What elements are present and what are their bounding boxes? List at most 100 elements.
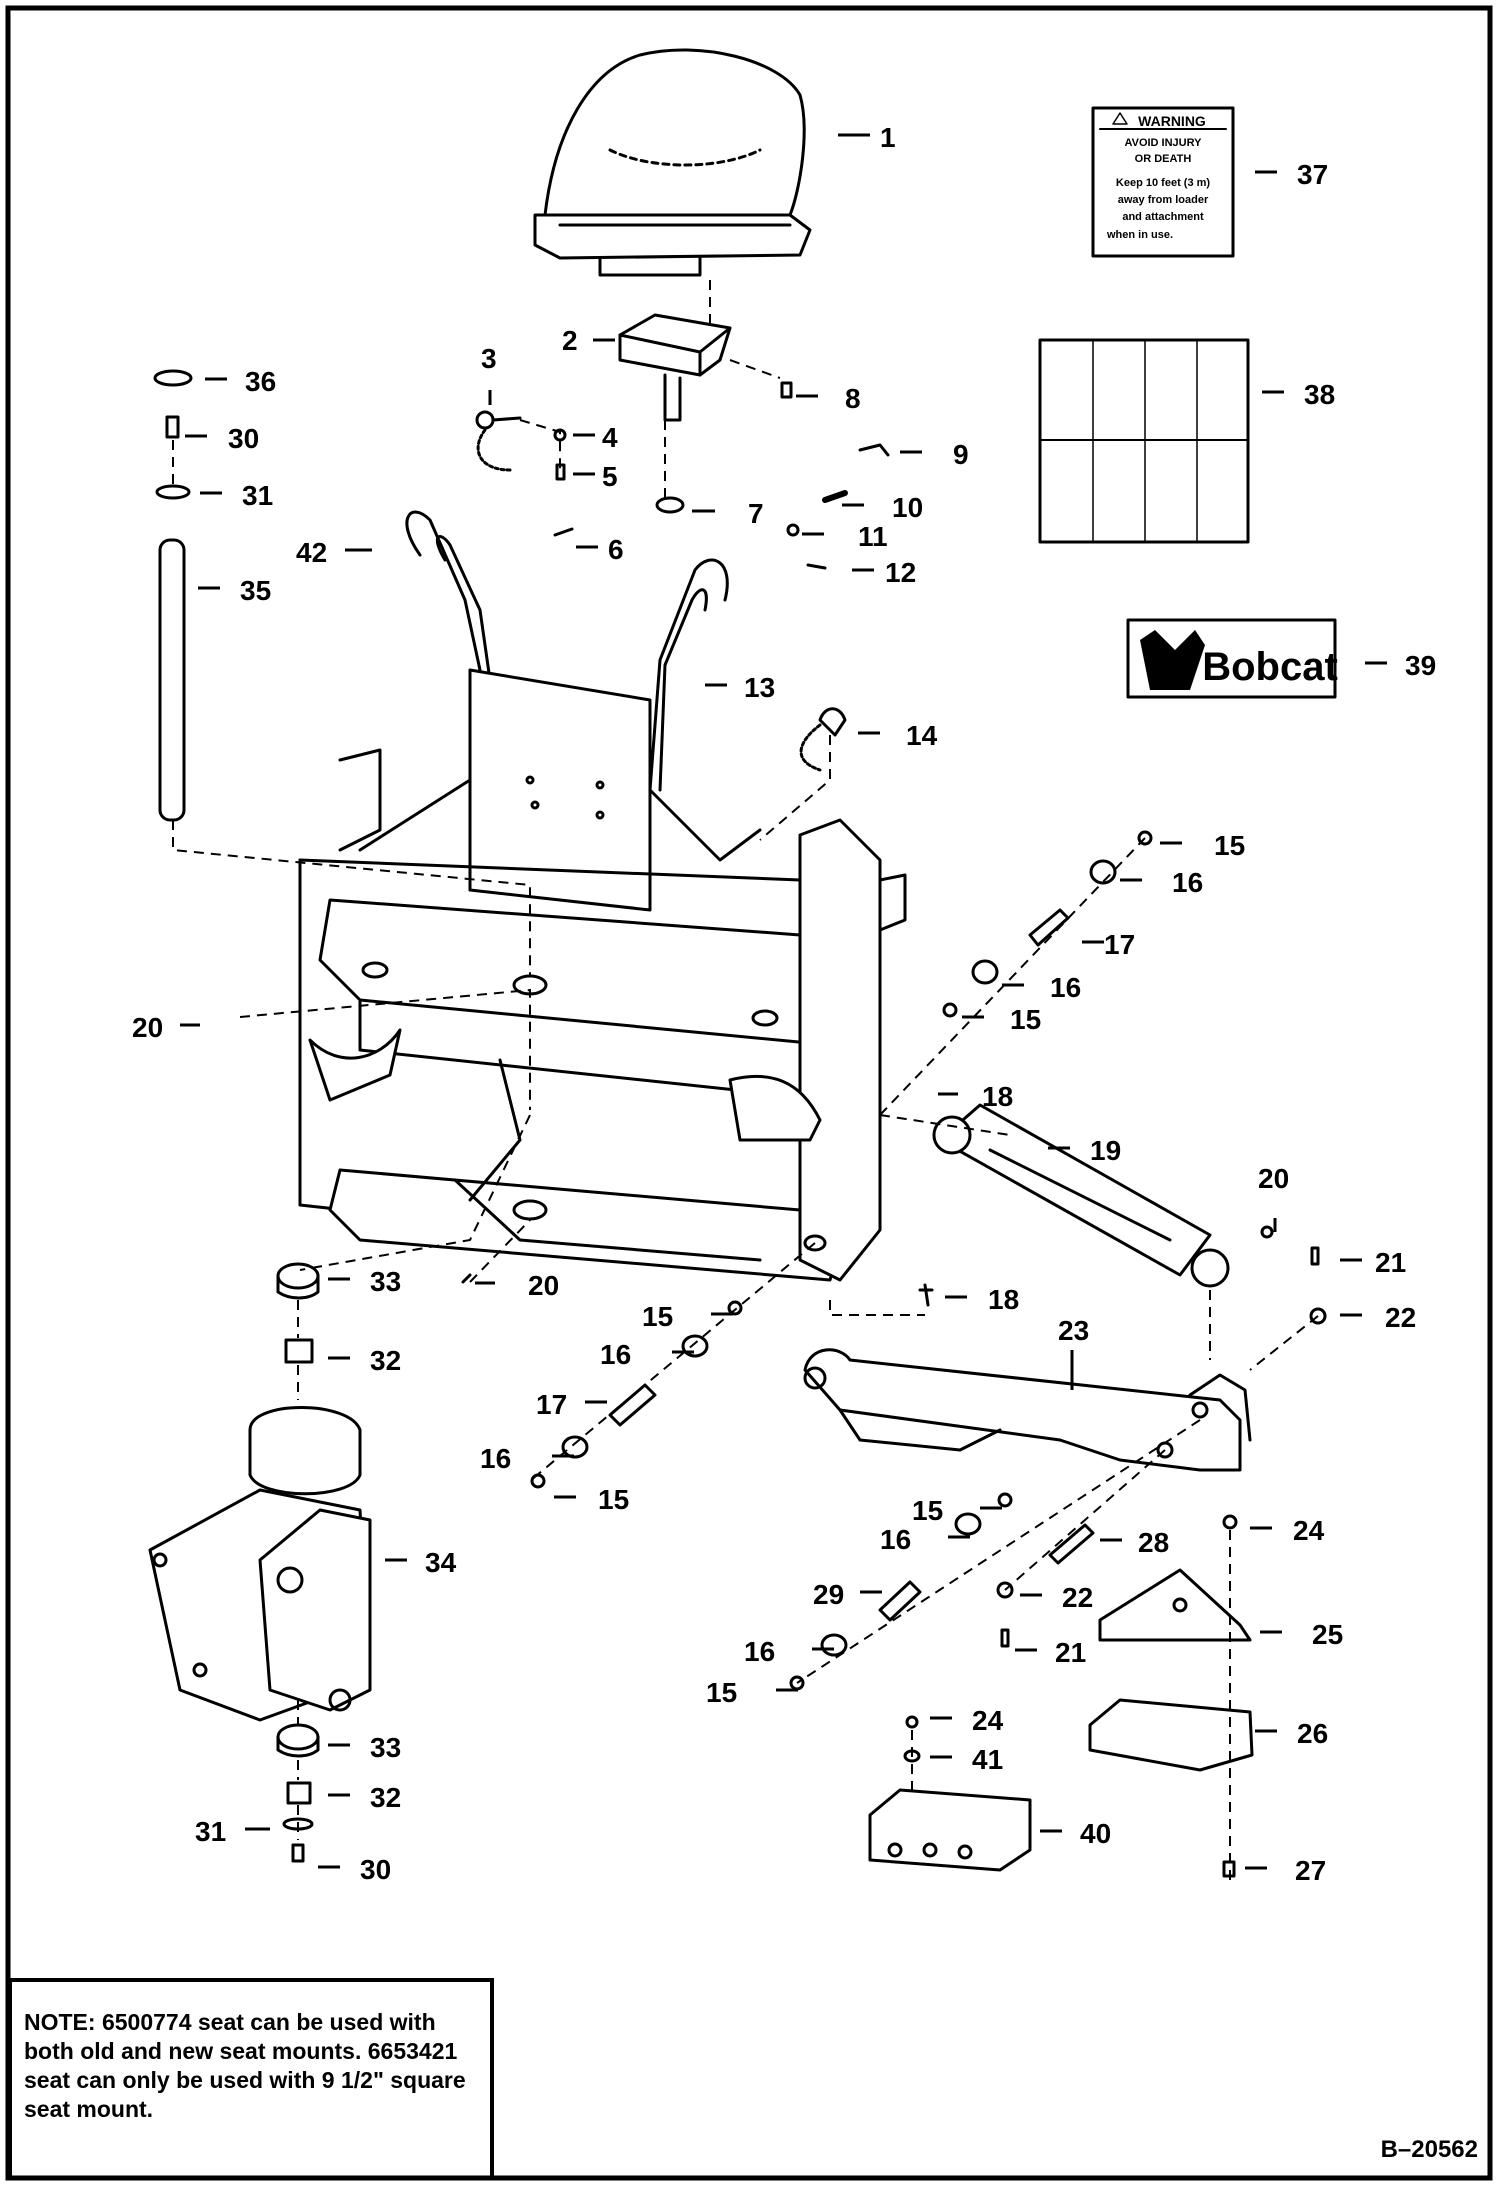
callout-12: 12 <box>885 557 916 588</box>
callout-22a: 22 <box>1385 1302 1416 1333</box>
callout-20b: 20 <box>528 1270 559 1301</box>
callout-24a: 24 <box>1293 1515 1325 1546</box>
warning-body-4: when in use. <box>1106 229 1173 241</box>
callout-15f: 15 <box>706 1677 737 1708</box>
callout-15b: 15 <box>1010 1004 1041 1035</box>
callout-16b: 16 <box>1050 972 1081 1003</box>
hydraulic-cylinder-part <box>932 1103 1230 1288</box>
warning-decal-text: WARNING AVOID INJURY OR DEATH Keep 10 fe… <box>1106 113 1210 241</box>
warning-body-3: and attachment <box>1122 211 1204 223</box>
callout-17a: 17 <box>1104 929 1135 960</box>
callout-15e: 15 <box>912 1495 943 1526</box>
callout-16a: 16 <box>1172 867 1203 898</box>
callout-7: 7 <box>748 498 764 529</box>
callout-31a: 31 <box>242 480 273 511</box>
callout-19: 19 <box>1090 1135 1121 1166</box>
callout-30a: 30 <box>228 423 259 454</box>
callout-40: 40 <box>1080 1818 1111 1849</box>
warning-line-2: OR DEATH <box>1135 153 1192 165</box>
lanyard-pin-part <box>799 707 847 772</box>
callout-15c: 15 <box>642 1301 673 1332</box>
callout-10: 10 <box>892 492 923 523</box>
rubber-block-part <box>868 1715 1236 1878</box>
callout-15a: 15 <box>1214 830 1245 861</box>
callout-5: 5 <box>602 461 618 492</box>
callout-1: 1 <box>880 122 896 153</box>
note-body: 6500774 seat can be used with both old a… <box>24 2009 466 2122</box>
warning-body-2: away from loader <box>1118 194 1209 206</box>
callout-17b: 17 <box>536 1389 567 1420</box>
warning-body-1: Keep 10 feet (3 m) <box>1116 177 1210 189</box>
bobcat-logo-text: Bobcat <box>1202 645 1338 689</box>
callout-27: 27 <box>1295 1855 1326 1886</box>
small-hardware-parts <box>153 369 890 570</box>
callout-26: 26 <box>1297 1718 1328 1749</box>
callout-24b: 24 <box>972 1705 1004 1736</box>
callout-leaders <box>180 133 1387 1870</box>
callout-29: 29 <box>813 1579 844 1610</box>
swing-mount-part <box>148 1406 372 1722</box>
note-text: NOTE: 6500774 seat can be used with both… <box>24 2008 482 2124</box>
callout-3: 3 <box>481 343 497 374</box>
callout-16d: 16 <box>480 1443 511 1474</box>
callout-21a: 21 <box>1375 1247 1406 1278</box>
callout-37: 37 <box>1297 159 1328 190</box>
logo-decal-part <box>1126 618 1337 699</box>
long-pin-part <box>158 538 186 822</box>
page-border <box>5 5 1493 2181</box>
assembly-lines <box>172 280 1319 1880</box>
lower-bushing-parts <box>276 1723 320 1863</box>
callout-32b: 32 <box>370 1782 401 1813</box>
seat-part <box>533 48 812 277</box>
callout-38: 38 <box>1304 379 1335 410</box>
bracket-part <box>1098 1568 1252 1642</box>
callout-35: 35 <box>240 575 271 606</box>
callout-2: 2 <box>562 325 578 356</box>
callout-22b: 22 <box>1062 1582 1093 1613</box>
callout-20a: 20 <box>132 1012 163 1043</box>
callout-31b: 31 <box>195 1816 226 1847</box>
callout-30b: 30 <box>360 1854 391 1885</box>
callout-8: 8 <box>845 383 861 414</box>
lynch-pin-part <box>475 410 522 472</box>
note-box: NOTE: 6500774 seat can be used with both… <box>10 1980 492 2180</box>
pad-part <box>1088 1698 1254 1772</box>
callout-32a: 32 <box>370 1345 401 1376</box>
callout-42: 42 <box>296 537 327 568</box>
swing-arm-part <box>803 1348 1252 1472</box>
upper-bushing-parts <box>276 1262 320 1364</box>
callout-41: 41 <box>972 1744 1003 1775</box>
callout-18a: 18 <box>982 1081 1013 1112</box>
callout-39: 39 <box>1405 650 1436 681</box>
drawing-number: B–20562 <box>1380 2136 1478 2163</box>
callout-9: 9 <box>953 439 969 470</box>
callout-34: 34 <box>425 1547 457 1578</box>
main-frame-part <box>298 748 907 1282</box>
warning-line-1: AVOID INJURY <box>1124 137 1202 149</box>
warning-header: WARNING <box>1138 113 1206 129</box>
callout-16f: 16 <box>744 1636 775 1667</box>
callout-15d: 15 <box>598 1484 629 1515</box>
callout-6: 6 <box>608 534 624 565</box>
note-box-border <box>8 1978 494 2180</box>
callout-21b: 21 <box>1055 1637 1086 1668</box>
callout-14: 14 <box>906 720 938 751</box>
callout-16e: 16 <box>880 1524 911 1555</box>
callout-18b: 18 <box>988 1284 1019 1315</box>
callout-20c: 20 <box>1258 1163 1289 1194</box>
callout-33b: 33 <box>370 1732 401 1763</box>
callout-numbers: 1 2 3 4 5 6 7 8 9 10 11 12 13 14 15 16 1… <box>132 122 1436 1886</box>
callout-13: 13 <box>744 672 775 703</box>
warning-decal-part <box>1091 106 1235 258</box>
instruction-decal-part <box>1038 338 1250 544</box>
handle-and-mount-part <box>358 510 762 912</box>
callout-36: 36 <box>245 366 276 397</box>
seat-mount-plate-part <box>618 313 732 422</box>
callout-23: 23 <box>1058 1315 1089 1346</box>
callout-28: 28 <box>1138 1527 1169 1558</box>
callout-11: 11 <box>858 521 888 552</box>
callout-16c: 16 <box>600 1339 631 1370</box>
note-lead: NOTE: <box>24 2009 96 2035</box>
